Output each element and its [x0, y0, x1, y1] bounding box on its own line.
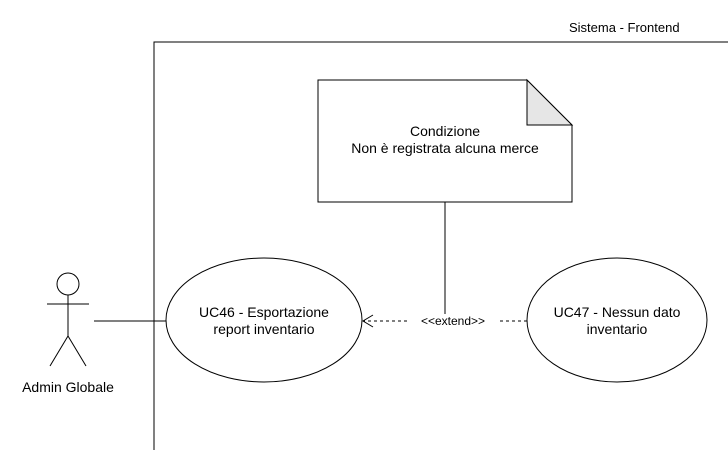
uc47-line-1: UC47 - Nessun dato: [553, 304, 681, 320]
uc46-line-2: report inventario: [213, 321, 315, 337]
use-case-uc47: [526, 257, 708, 383]
condition-note: [317, 79, 573, 203]
note-line-1: Condizione: [409, 123, 481, 139]
note-line-2: Non è registrata alcuna merce: [351, 140, 539, 156]
uc47-line-2: inventario: [586, 321, 648, 337]
use-case-uc46: [165, 257, 363, 383]
system-label: Sistema - Frontend: [569, 20, 680, 35]
note-fold: [526, 78, 574, 126]
actor-figure: [47, 272, 89, 367]
uc46-label: UC46 - Esportazione report inventario: [166, 304, 362, 338]
system-boundary: [153, 41, 728, 450]
extend-arrowhead: [362, 314, 374, 328]
actor-label: Admin Globale: [22, 379, 114, 395]
uc46-line-1: UC46 - Esportazione: [199, 304, 329, 320]
uc47-label: UC47 - Nessun dato inventario: [527, 304, 707, 338]
note-text: Condizione Non è registrata alcuna merce: [318, 123, 572, 157]
extend-label: <<extend>>: [420, 314, 486, 328]
extend-label-bg: [408, 314, 498, 329]
